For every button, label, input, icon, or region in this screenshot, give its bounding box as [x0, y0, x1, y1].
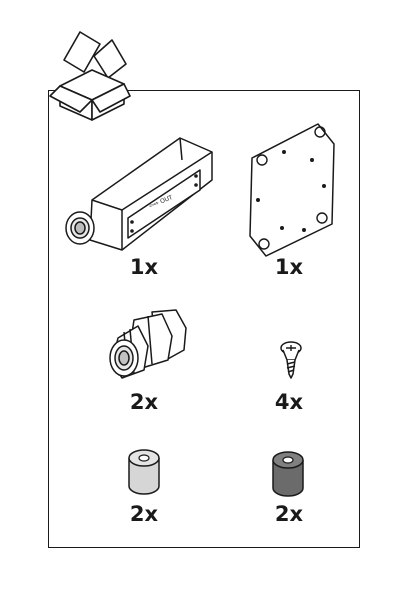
quantity-injector: 1x	[104, 255, 184, 279]
injector-icon: ⇦⇨ OUT	[62, 130, 222, 264]
quantity-mounting-plate: 1x	[249, 255, 329, 279]
dark-spacer-icon	[270, 450, 306, 502]
mounting-plate-icon	[244, 120, 340, 264]
screw-icon	[279, 340, 303, 384]
cable-gland-icon	[104, 306, 188, 386]
quantity-cable-gland: 2x	[104, 390, 184, 414]
quantity-screw: 4x	[249, 390, 329, 414]
package-box-icon	[50, 26, 130, 125]
light-spacer-icon	[126, 448, 162, 500]
quantity-light-spacer: 2x	[104, 502, 184, 526]
quantity-dark-spacer: 2x	[249, 502, 329, 526]
